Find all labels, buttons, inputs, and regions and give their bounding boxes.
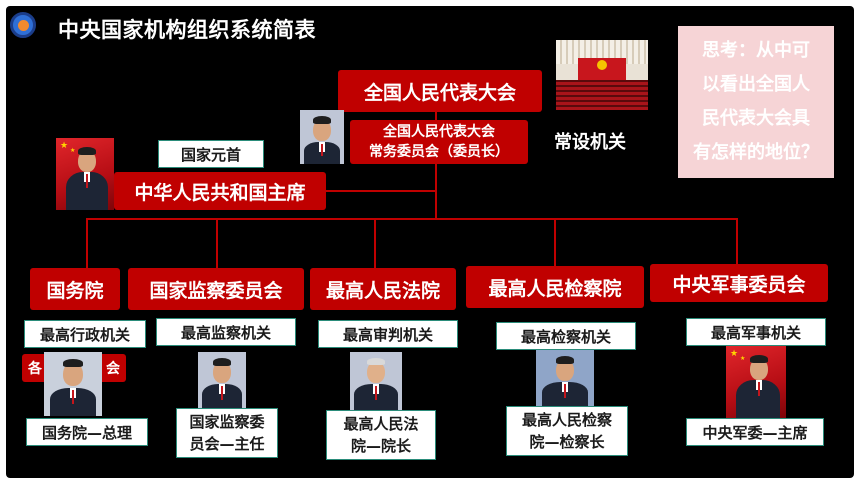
court-president-photo xyxy=(350,352,402,410)
cmc-chairman-label: 中央军委—主席 xyxy=(686,418,824,446)
ministries-box-left: 各 xyxy=(28,361,42,377)
military-role: 最高军事机关 xyxy=(686,318,826,346)
connector-president-branch xyxy=(322,190,436,192)
supervision-commission-box: 国家监察委员会 xyxy=(128,268,304,310)
court-role: 最高审判机关 xyxy=(318,320,458,348)
connector-drop-military xyxy=(736,218,738,264)
president-photo: ★ ★ xyxy=(56,138,114,210)
state-council-box: 国务院 xyxy=(30,268,120,310)
supreme-procuratorate-box: 最高人民检察院 xyxy=(466,266,644,308)
connector-standing-bus xyxy=(435,162,437,220)
procuratorate-role: 最高检察机关 xyxy=(496,322,636,350)
supervision-director-label: 国家监察委 员会—主任 xyxy=(176,408,278,458)
standing-committee-line2: 常务委员会（委员长） xyxy=(369,144,509,160)
procurator-general-line1: 最高人民检察 xyxy=(521,411,612,429)
cmc-chairman-photo: ★ ★ xyxy=(726,346,786,418)
note-line: 民代表大会具 xyxy=(702,108,810,129)
connector-drop-procuratorate xyxy=(554,218,556,266)
state-council-role: 最高行政机关 xyxy=(24,320,146,348)
note-line: 思考：从中可 xyxy=(702,40,810,61)
page-title: 中央国家机构组织系统简表 xyxy=(58,18,316,42)
military-commission-box: 中央军事委员会 xyxy=(650,264,828,302)
court-president-line2: 院—院长 xyxy=(350,437,411,455)
premier-label: 国务院—总理 xyxy=(26,418,148,446)
supreme-court-box: 最高人民法院 xyxy=(310,268,456,310)
connector-horizontal-bus xyxy=(86,218,738,220)
procurator-general-line2: 院—检察长 xyxy=(529,433,605,451)
think-note-text: 思考：从中可 以看出全国人 民代表大会具 有怎样的地位？ xyxy=(678,34,834,170)
permanent-organ-label: 常设机关 xyxy=(554,132,626,153)
standing-committee-line1: 全国人民代表大会 xyxy=(383,124,495,140)
connector-drop-court xyxy=(374,218,376,268)
npc-chairman-photo xyxy=(300,110,344,164)
procurator-general-photo xyxy=(536,350,594,408)
procurator-general-label: 最高人民检察 院—检察长 xyxy=(506,406,628,456)
think-note: 思考：从中可 以看出全国人 民代表大会具 有怎样的地位？ xyxy=(678,26,834,178)
note-line: 有怎样的地位？ xyxy=(693,142,819,163)
supervision-role: 最高监察机关 xyxy=(156,318,296,346)
ministries-box-right: 会 xyxy=(106,361,120,377)
president-box: 中华人民共和国主席 xyxy=(114,172,326,210)
bullet-icon xyxy=(10,12,36,38)
premier-photo xyxy=(44,352,102,416)
connector-npc-standing xyxy=(435,108,437,122)
head-of-state-label: 国家元首 xyxy=(158,140,264,168)
npc-box: 全国人民代表大会 xyxy=(338,70,542,112)
supervision-director-line1: 国家监察委 xyxy=(189,413,265,431)
great-hall-photo xyxy=(556,40,648,110)
note-line: 以看出全国人 xyxy=(702,74,810,95)
npc-standing-committee-box: 全国人民代表大会 常务委员会（委员长） xyxy=(350,120,528,164)
connector-drop-state-council xyxy=(86,218,88,268)
court-president-label: 最高人民法 院—院长 xyxy=(326,410,436,460)
court-president-line1: 最高人民法 xyxy=(343,415,419,433)
connector-drop-supervision xyxy=(216,218,218,268)
supervision-director-line2: 员会—主任 xyxy=(189,435,265,453)
supervision-director-photo xyxy=(198,352,246,410)
